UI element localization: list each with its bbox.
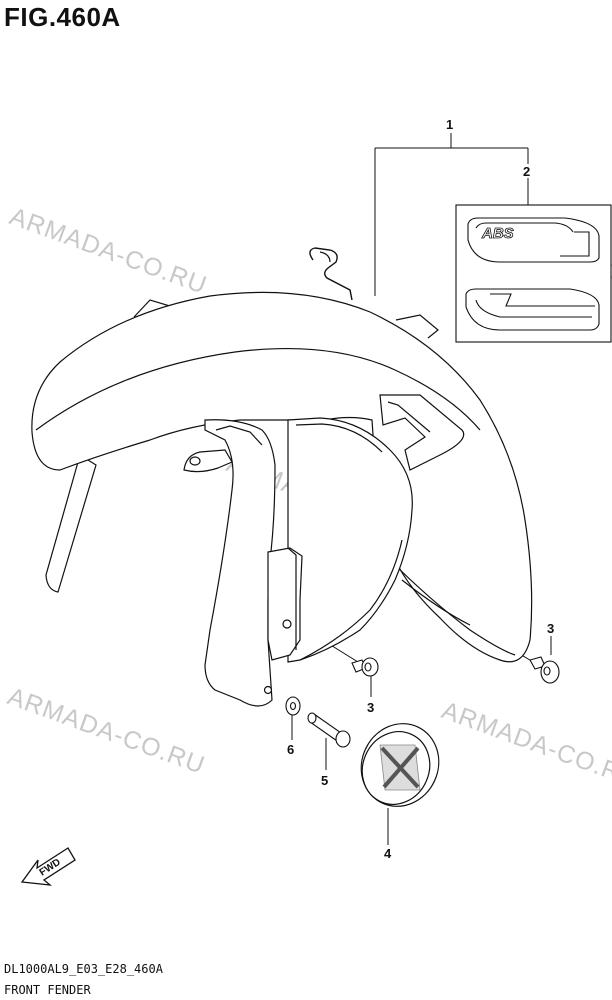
callout-1: 1 <box>446 117 453 132</box>
figure-title: FIG.460A <box>4 2 121 32</box>
callout-5: 5 <box>321 773 328 788</box>
fender-side-panel <box>204 419 276 707</box>
callout-2: 2 <box>523 164 530 179</box>
emblem-upper <box>467 217 600 263</box>
watermark: ARMADA-CO.RU <box>438 696 612 793</box>
callout-3: 3 <box>547 621 554 636</box>
bolt-3-right <box>529 656 560 684</box>
watermark: ARMADA-CO.RU <box>6 202 211 299</box>
collar-5 <box>307 712 351 748</box>
fender-right-bracket <box>379 394 465 471</box>
reflector-4 <box>360 723 440 807</box>
callout-3: 3 <box>367 700 374 715</box>
fender-shell <box>31 291 533 663</box>
callout-6: 6 <box>287 742 294 757</box>
watermark: ARMADA-CO.RU <box>4 682 209 779</box>
emblem-abs-text: ABS <box>481 225 514 242</box>
emblem-lower <box>465 288 600 331</box>
fender-hook <box>309 247 353 301</box>
drawing-name: FRONT FENDER <box>4 983 91 997</box>
emblem-set: ABS <box>455 204 612 343</box>
callout-4: 4 <box>384 846 392 861</box>
washer-6 <box>285 696 301 716</box>
bolt-3-center <box>351 657 379 677</box>
front-fender <box>31 247 533 707</box>
fender-fork-guard <box>287 417 413 663</box>
fwd-arrow-icon: FWD <box>20 847 76 886</box>
fender-left-stay <box>45 454 97 593</box>
fender-mount-plate <box>267 547 303 661</box>
drawing-code: DL1000AL9_E03_E28_460A <box>4 962 163 976</box>
callouts: 1 2 3 3 4 5 6 <box>287 117 554 861</box>
leader-1 <box>374 133 529 296</box>
